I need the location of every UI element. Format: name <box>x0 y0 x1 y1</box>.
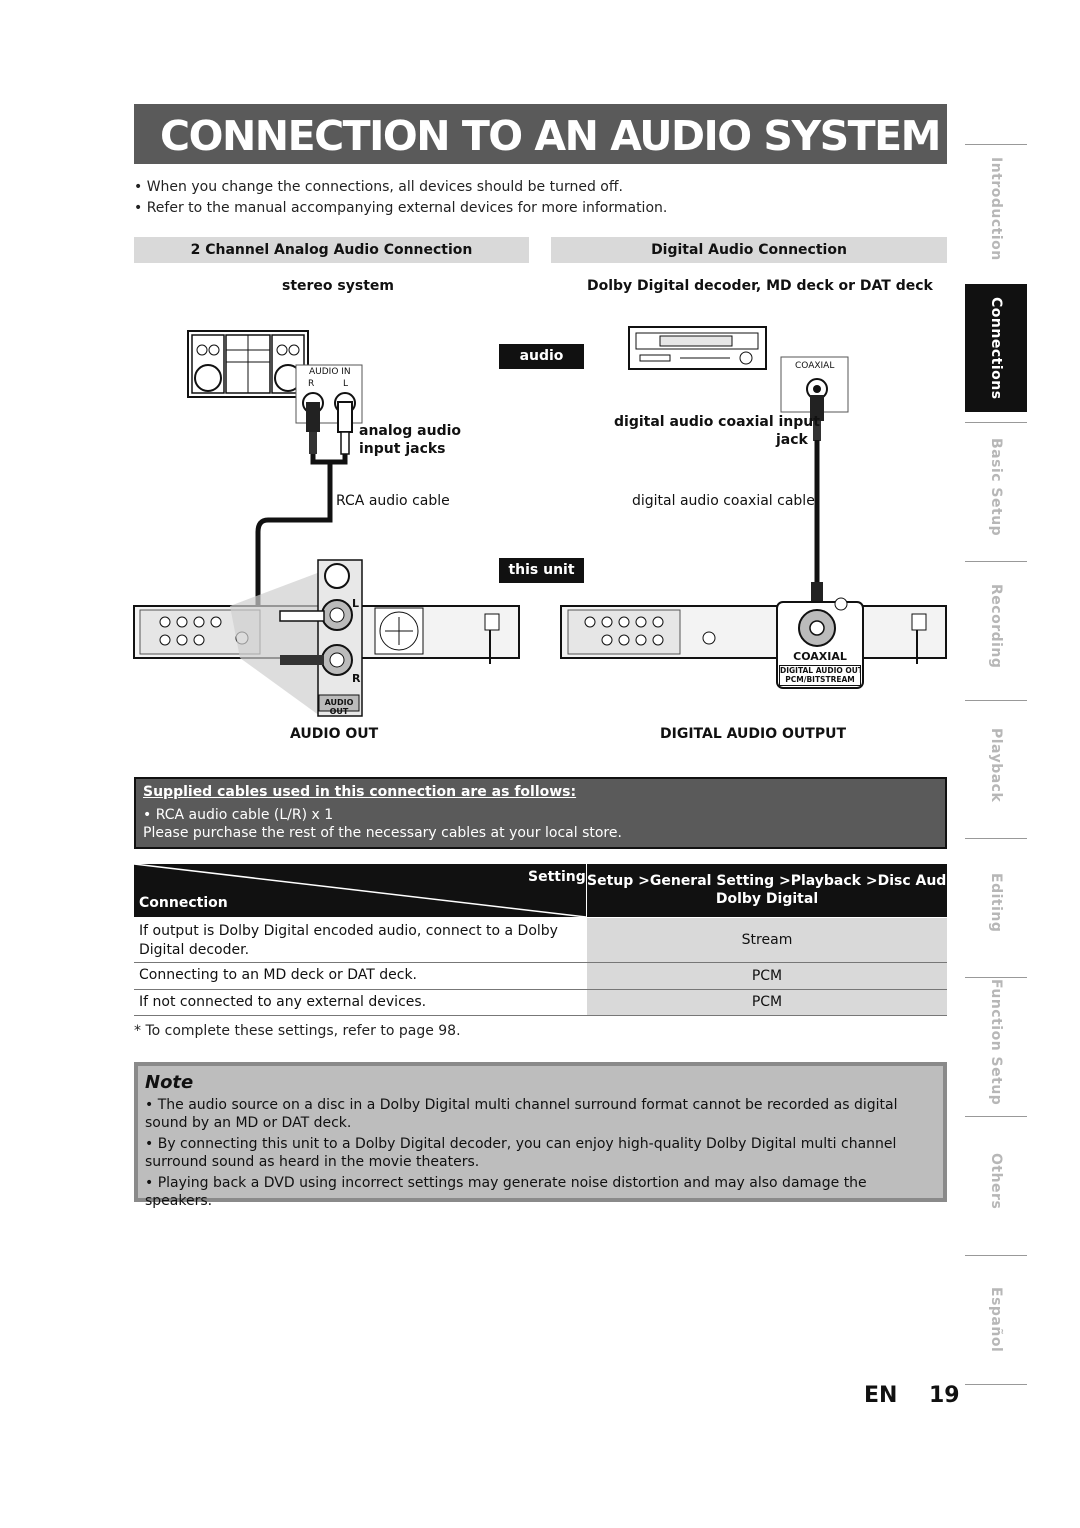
note-item-1: • The audio source on a disc in a Dolby … <box>145 1097 898 1131</box>
audio-out-panel <box>279 559 363 717</box>
decoder-illustration <box>628 326 767 370</box>
analog-jacks-label-2: input jacks <box>359 441 446 457</box>
page-language: EN <box>864 1383 898 1408</box>
tab-basic-setup[interactable]: Basic Setup <box>965 422 1027 551</box>
tab-function-setup-label: Function Setup <box>988 978 1004 1106</box>
stereo-system-illustration <box>187 330 309 398</box>
coaxial-input-panel <box>780 356 849 441</box>
stereo-system-label: stereo system <box>282 278 394 294</box>
audio-in-r-label: R <box>308 379 315 389</box>
note-heading: Note <box>145 1072 194 1093</box>
tab-espanol-label: Español <box>988 1287 1004 1353</box>
page-title: CONNECTION TO AN AUDIO SYSTEM <box>160 112 941 160</box>
panel-l-label: L <box>352 597 360 610</box>
audio-in-l-label: L <box>343 379 349 389</box>
coaxial-input-label: COAXIAL <box>795 361 835 371</box>
table-setting-item: Dolby Digital <box>715 891 819 907</box>
tab-recording[interactable]: Recording <box>965 561 1027 690</box>
note-item-3: • Playing back a DVD using incorrect set… <box>145 1175 867 1209</box>
audio-in-label: AUDIO IN <box>309 367 351 377</box>
analog-heading: 2 Channel Analog Audio Connection <box>134 237 529 263</box>
panel-r-label: R <box>352 672 361 685</box>
coaxial-jack-label-2: jack <box>776 432 808 448</box>
rca-cable-label: RCA audio cable <box>336 493 450 509</box>
panel-digital-output-line1: DIGITAL AUDIO OUTPUT <box>780 666 860 675</box>
note-box <box>134 1062 947 1202</box>
unit-right-illustration <box>560 605 947 664</box>
table-row-1-connection: If output is Dolby Digital encoded audio… <box>139 923 558 958</box>
tab-others[interactable]: Others <box>965 1116 1027 1245</box>
coaxial-jack-label-1: digital audio coaxial input <box>614 414 820 430</box>
supplied-item: • RCA audio cable (L/R) x 1 <box>143 807 334 823</box>
audio-out-caption: AUDIO OUT <box>290 726 379 742</box>
tab-introduction[interactable]: Introduction <box>965 144 1027 273</box>
table-row-2-value: PCM <box>587 963 947 989</box>
audio-tag: audio <box>499 344 584 369</box>
table-setting-label: Setting <box>528 869 586 885</box>
panel-digital-output-box: DIGITAL AUDIO OUTPUT PCM/BITSTREAM <box>779 665 861 686</box>
analog-jacks-label-1: analog audio <box>359 423 462 439</box>
title-bar <box>134 104 947 164</box>
digital-output-panel <box>776 597 864 689</box>
table-divider <box>134 989 947 990</box>
panel-audio-out-label: AUDIO OUT <box>324 698 354 716</box>
supplied-note: Please purchase the rest of the necessar… <box>143 825 622 841</box>
digital-heading: Digital Audio Connection <box>551 237 947 263</box>
supplied-heading: Supplied cables used in this connection … <box>143 784 577 800</box>
tab-introduction-label: Introduction <box>988 157 1004 261</box>
tab-recording-label: Recording <box>988 583 1004 669</box>
panel-digital-output-line2: PCM/BITSTREAM <box>785 675 855 684</box>
table-row-1-value: Stream <box>587 918 947 962</box>
page-number: 19 <box>929 1383 960 1408</box>
tab-espanol[interactable]: Español <box>965 1255 1027 1385</box>
tab-connections[interactable]: Connections <box>965 284 1027 412</box>
table-row-3-connection: If not connected to any external devices… <box>139 994 427 1010</box>
panel-coaxial-label: COAXIAL <box>793 650 847 663</box>
table-row-2-connection: Connecting to an MD deck or DAT deck. <box>139 967 418 983</box>
table-bottom-border <box>134 1015 947 1016</box>
coaxial-cable-label: digital audio coaxial cable <box>632 493 815 509</box>
decoder-label: Dolby Digital decoder, MD deck or DAT de… <box>587 278 933 294</box>
tab-editing-label: Editing <box>988 873 1004 933</box>
table-setting-path: Setup >General Setting >Playback >Disc A… <box>587 873 978 889</box>
tab-editing[interactable]: Editing <box>965 838 1027 967</box>
bullet-refer-manual: • Refer to the manual accompanying exter… <box>134 200 668 216</box>
table-diagonal <box>134 864 586 917</box>
this-unit-tag: this unit <box>499 558 584 583</box>
tab-others-label: Others <box>988 1152 1004 1210</box>
tab-basic-setup-label: Basic Setup <box>988 437 1004 537</box>
tab-playback-label: Playback <box>988 727 1004 803</box>
table-divider <box>134 962 947 963</box>
table-header-right <box>587 864 947 917</box>
supplied-cables-box <box>134 777 947 849</box>
note-item-2: • By connecting this unit to a Dolby Dig… <box>145 1136 897 1170</box>
digital-audio-output-caption: DIGITAL AUDIO OUTPUT <box>660 726 846 742</box>
tab-function-setup[interactable]: Function Setup <box>965 977 1027 1106</box>
table-connection-label: Connection <box>139 895 228 911</box>
tab-connections-label: Connections <box>988 296 1004 400</box>
table-row-3-value: PCM <box>587 990 947 1015</box>
connection-diagram <box>133 326 947 717</box>
coaxial-cable <box>811 440 823 604</box>
footnote: * To complete these settings, refer to p… <box>134 1023 461 1039</box>
bullet-turn-off: • When you change the connections, all d… <box>134 179 623 195</box>
tab-playback[interactable]: Playback <box>965 700 1027 829</box>
